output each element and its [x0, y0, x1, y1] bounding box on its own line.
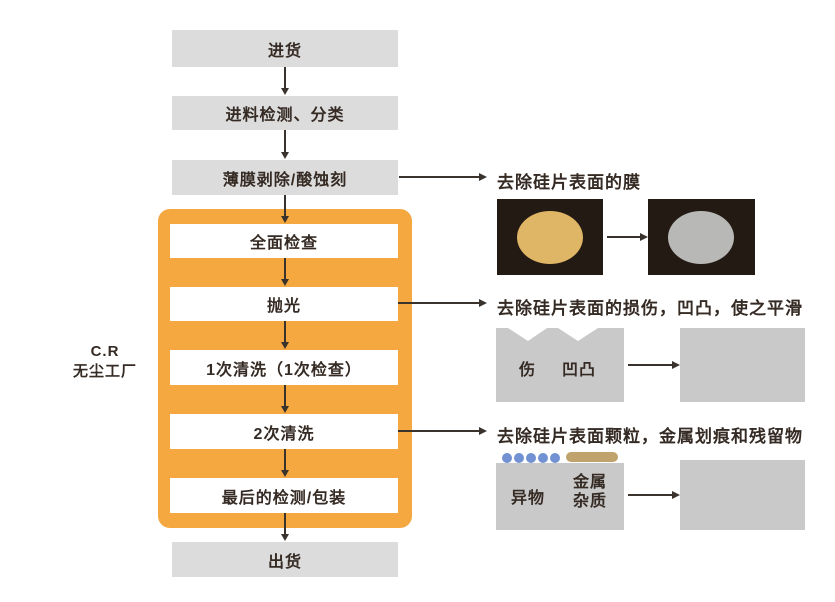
right-arrow-icon — [628, 491, 680, 499]
down-arrow-icon — [281, 195, 289, 223]
right-arrow-icon — [399, 173, 487, 181]
coated-wafer-panel — [497, 199, 603, 275]
flow-step-shipping: 出货 — [172, 542, 398, 577]
particle-icon — [514, 453, 524, 463]
smooth-surface-icon — [680, 328, 805, 402]
flow-step-incoming-inspect: 进料检测、分类 — [172, 96, 398, 130]
flow-step-incoming: 进货 — [172, 30, 398, 67]
clean-surface-icon — [680, 460, 805, 530]
right-arrow-icon — [398, 427, 487, 435]
damaged-surface-icon — [496, 328, 624, 402]
down-arrow-icon — [281, 513, 289, 541]
down-arrow-icon — [281, 67, 289, 95]
metal-impurity-line2: 杂质 — [573, 493, 608, 510]
metal-impurity-line1: 金属 — [573, 474, 608, 491]
flow-step-polishing: 抛光 — [170, 287, 398, 321]
metal-impurity-label: 金属 杂质 — [573, 473, 607, 511]
down-arrow-icon — [281, 321, 289, 349]
contaminated-surface-icon — [496, 463, 624, 530]
right-arrow-icon — [607, 233, 648, 241]
annotation-film-removal: 去除硅片表面的膜 — [497, 173, 641, 192]
flow-step-second-clean: 2次清洗 — [170, 414, 398, 449]
flow-step-first-clean: 1次清洗（1次检查） — [170, 350, 398, 385]
coated-wafer-icon — [517, 211, 583, 264]
annotation-particle-removal: 去除硅片表面颗粒，金属划痕和残留物 — [497, 427, 803, 446]
particle-icon — [502, 453, 512, 463]
cleanroom-label: C.R 无尘工厂 — [45, 342, 165, 382]
metal-residue-icon — [566, 452, 618, 462]
damage-label: 伤 — [519, 362, 537, 379]
down-arrow-icon — [281, 449, 289, 477]
right-arrow-icon — [398, 299, 487, 307]
bare-wafer-icon — [668, 211, 734, 264]
down-arrow-icon — [281, 258, 289, 286]
uneven-label: 凹凸 — [562, 362, 597, 379]
annotation-damage-removal: 去除硅片表面的损伤，凹凸，使之平滑 — [497, 299, 803, 318]
foreign-matter-label: 异物 — [511, 490, 546, 507]
particle-icon — [526, 453, 536, 463]
down-arrow-icon — [281, 385, 289, 413]
down-arrow-icon — [281, 130, 289, 159]
cleanroom-label-line2: 无尘工厂 — [72, 363, 137, 380]
flow-step-film-strip-etch: 薄膜剥除/酸蚀刻 — [172, 160, 398, 195]
flow-step-full-inspection: 全面检查 — [170, 224, 398, 258]
bare-wafer-panel — [648, 199, 755, 275]
particle-icon — [550, 453, 560, 463]
cleanroom-label-line1: C.R — [90, 343, 120, 360]
particle-icon — [538, 453, 548, 463]
flow-step-final-test-pack: 最后的检测/包装 — [170, 478, 398, 513]
right-arrow-icon — [628, 361, 680, 369]
